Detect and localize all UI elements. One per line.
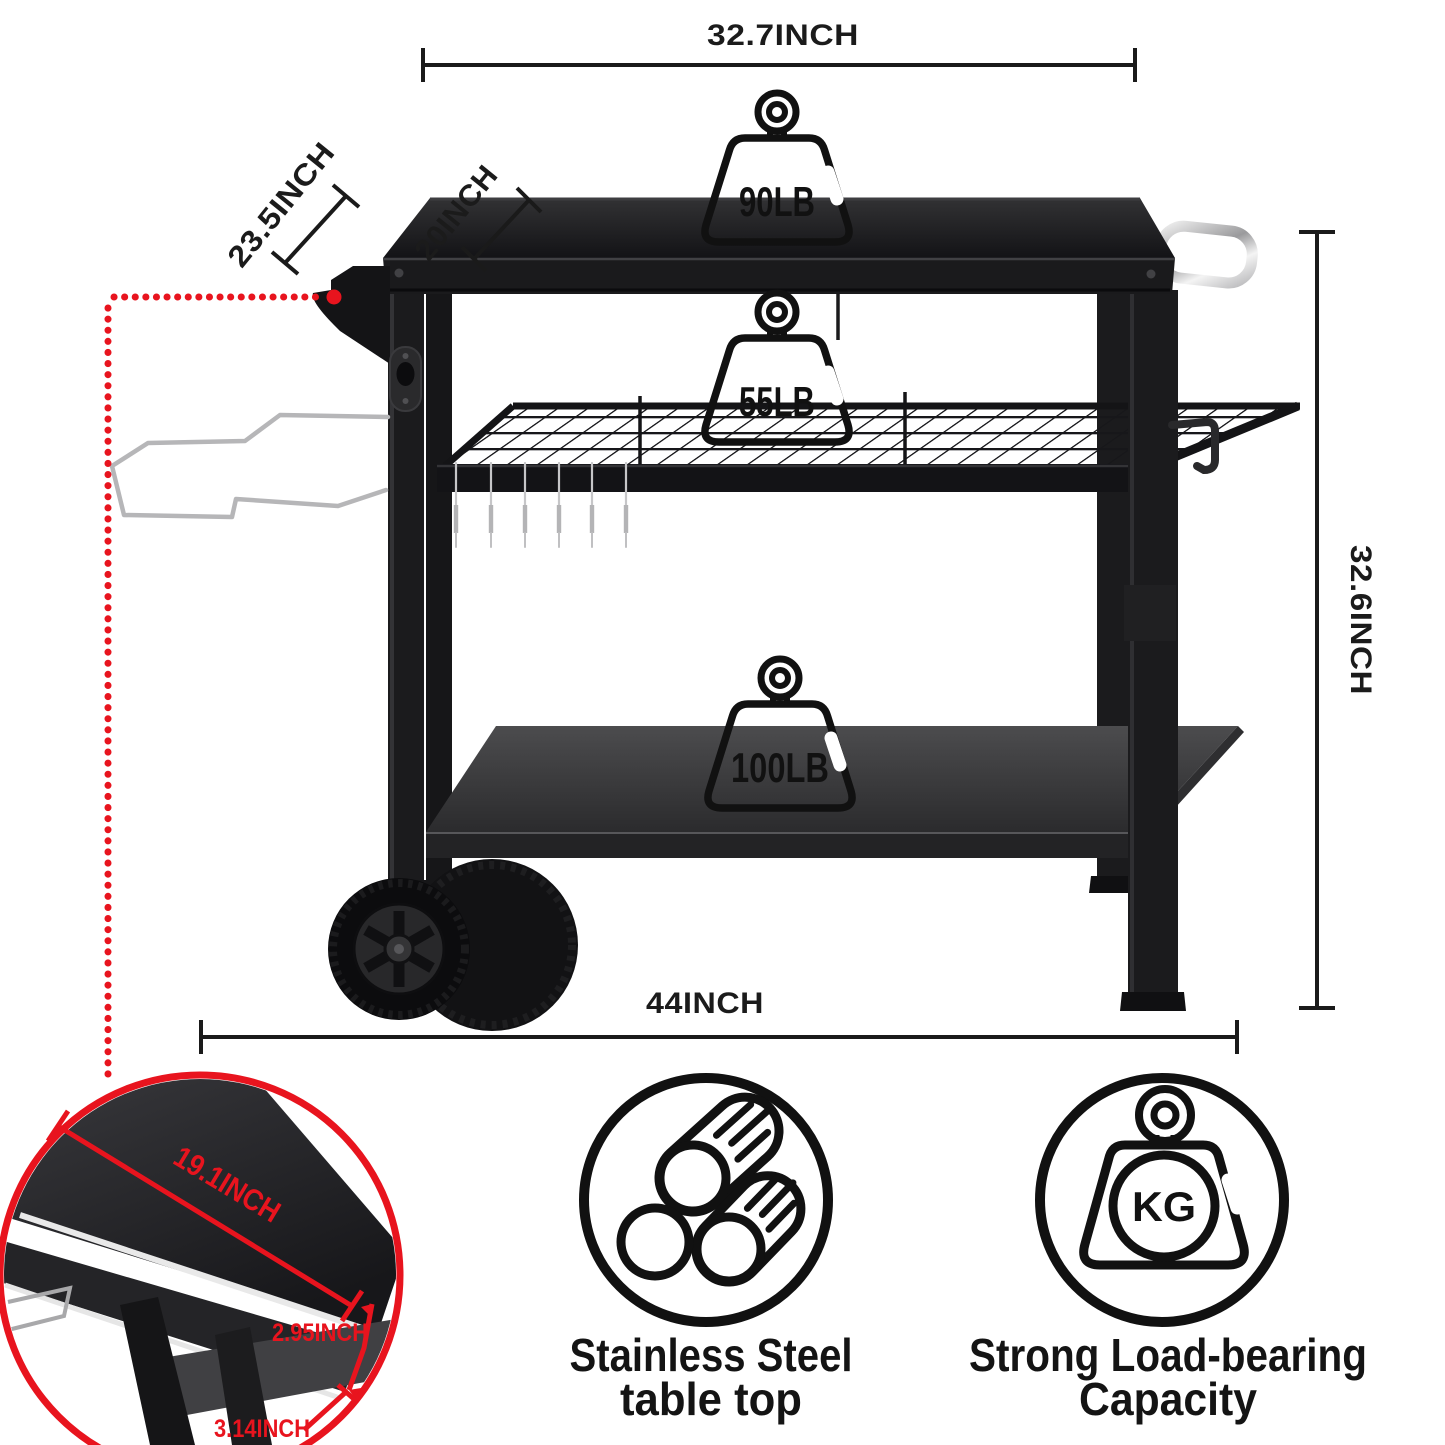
mesh-grid xyxy=(443,404,1300,468)
dim-height-label: 32.6INCH xyxy=(1344,545,1377,695)
skewer xyxy=(453,461,459,548)
feature-stainless-line2: table top xyxy=(620,1373,802,1425)
side-shelf-bracket xyxy=(312,266,390,364)
dim-height: 32.6INCH xyxy=(1299,230,1377,1010)
tire-tread xyxy=(329,879,469,1019)
feature-load-line2: Capacity xyxy=(1079,1373,1257,1425)
inset-ring xyxy=(0,1071,404,1445)
stroke-gap xyxy=(1221,1173,1244,1215)
skewer xyxy=(556,461,562,548)
dim-top-width: 32.7INCH xyxy=(421,19,1137,82)
feature-circle xyxy=(579,1073,833,1327)
bottle-opener xyxy=(389,346,422,412)
corner-screw-right xyxy=(1146,269,1156,279)
kg-weight-icon: KG xyxy=(1079,1085,1249,1270)
callout-anchor-dot xyxy=(326,289,342,305)
skewer xyxy=(623,461,629,548)
capacity-label-bottom: 100LB xyxy=(731,744,829,791)
cart-leg-front-right xyxy=(1128,290,1178,1002)
front-wheel xyxy=(328,878,470,1020)
capacity-label-top: 90LB xyxy=(739,178,815,225)
feature-stainless-line1: Stainless Steel xyxy=(570,1329,853,1381)
steel-pipes-icon xyxy=(616,1092,806,1287)
cart-tabletop xyxy=(383,197,1175,294)
bottom-shelf-front xyxy=(426,832,1140,858)
feature-load-line1: Strong Load-bearing xyxy=(969,1329,1367,1381)
cart-leg-back-left xyxy=(426,290,452,900)
grill-cart-illustration xyxy=(109,197,1300,1031)
cart-foot-back-right xyxy=(1089,876,1138,893)
right-leg-bracket xyxy=(1124,585,1176,641)
stroke-gap xyxy=(821,165,844,206)
axle-dot xyxy=(394,944,404,954)
inset-dim-height-label: 2.95INCH xyxy=(272,1319,368,1347)
dim-overall-width-label: 44INCH xyxy=(646,987,764,1020)
skewers xyxy=(453,461,629,548)
capacity-label-middle: 55LB xyxy=(739,378,815,425)
bottom-shelf-top xyxy=(426,726,1238,832)
weight-icon-90lb: 90LB xyxy=(701,89,853,246)
bottom-shelf xyxy=(426,726,1244,858)
feature-load-bearing: KG Strong Load-bearing Capacity xyxy=(969,1073,1367,1425)
stroke-gap xyxy=(821,365,844,406)
leg-highlight-left xyxy=(390,290,394,930)
stroke-gap xyxy=(824,731,847,772)
feature-circle xyxy=(1035,1073,1289,1327)
inset-tabletop xyxy=(4,1079,396,1332)
inset-wire-rack xyxy=(7,1285,73,1332)
inset-photo xyxy=(4,1079,396,1445)
weight-icon-100lb: 100LB xyxy=(704,655,856,812)
inset-dim-depth-label: 3.14INCH xyxy=(214,1415,310,1443)
dim-depth-label: 23.5INCH xyxy=(222,136,342,273)
tabletop-front-face xyxy=(383,258,1175,294)
detail-inset: 19.1INCH 2.95INCH 3.14INCH xyxy=(0,1071,404,1445)
cart-foot-front-right xyxy=(1120,992,1186,1011)
inset-dim-depth: 3.14INCH xyxy=(214,1383,356,1443)
mesh-left-rail xyxy=(442,403,516,469)
towel-rack xyxy=(109,412,391,520)
dim-overall-width: 44INCH xyxy=(199,987,1239,1054)
skewer xyxy=(522,461,528,548)
weight-icon-55lb: 55LB xyxy=(701,289,853,446)
inset-callout-lines xyxy=(104,289,342,1086)
inset-leg-1 xyxy=(120,1297,195,1445)
skewer xyxy=(589,461,595,548)
tabletop-surface xyxy=(383,198,1175,258)
inset-leg-2 xyxy=(215,1327,272,1445)
corner-screw-left xyxy=(394,268,404,278)
kg-label: KG xyxy=(1132,1183,1196,1230)
dim-depth: 23.5INCH xyxy=(222,136,361,276)
right-hook xyxy=(1168,417,1219,475)
inset-slit-1 xyxy=(19,1212,369,1333)
feature-stainless-steel: Stainless Steel table top xyxy=(570,1073,853,1425)
inset-lower-shelf xyxy=(150,1315,396,1420)
skewer xyxy=(488,461,494,548)
dim-top-width-label: 32.7INCH xyxy=(707,19,859,52)
mesh-front-rail xyxy=(437,464,1148,492)
inset-dim-height: 2.95INCH xyxy=(272,1303,375,1398)
leg-highlight-right xyxy=(1130,290,1134,1002)
